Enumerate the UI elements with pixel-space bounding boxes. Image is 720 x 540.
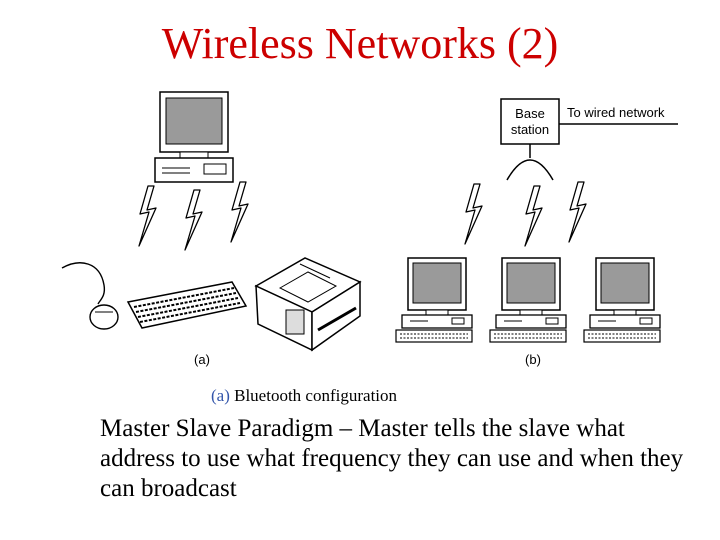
wireless-link-icon [524, 185, 543, 247]
desktop-computer [395, 257, 473, 343]
wireless-link-icon [138, 185, 157, 247]
keyboard [126, 281, 248, 329]
wireless-link-icon [464, 183, 483, 245]
wired-network-label: To wired network [567, 105, 665, 120]
body-text: Master Slave Paradigm – Master tells the… [100, 415, 684, 502]
figure-caption: (a) Bluetooth configuration [211, 386, 397, 406]
base-station-label: Base [515, 106, 545, 121]
desktop-computer [489, 257, 567, 343]
base-station: Base station To wired network [500, 98, 678, 181]
wireless-link-icon [568, 181, 587, 243]
mouse [61, 262, 119, 330]
subfigure-label-a: (a) [194, 352, 210, 367]
slide-title: Wireless Networks (2) [161, 19, 559, 68]
desktop-computer [154, 91, 234, 183]
printer [254, 257, 362, 352]
caption-text: Bluetooth configuration [234, 386, 398, 405]
desktop-computer [583, 257, 661, 343]
wireless-diagram: Base station To wired network (a) (b) [61, 91, 678, 367]
wireless-link-icon [230, 181, 249, 243]
wireless-link-icon [184, 189, 203, 251]
subfigure-label-b: (b) [525, 352, 541, 367]
caption-tag: (a) [211, 386, 230, 405]
base-station-label: station [511, 122, 549, 137]
